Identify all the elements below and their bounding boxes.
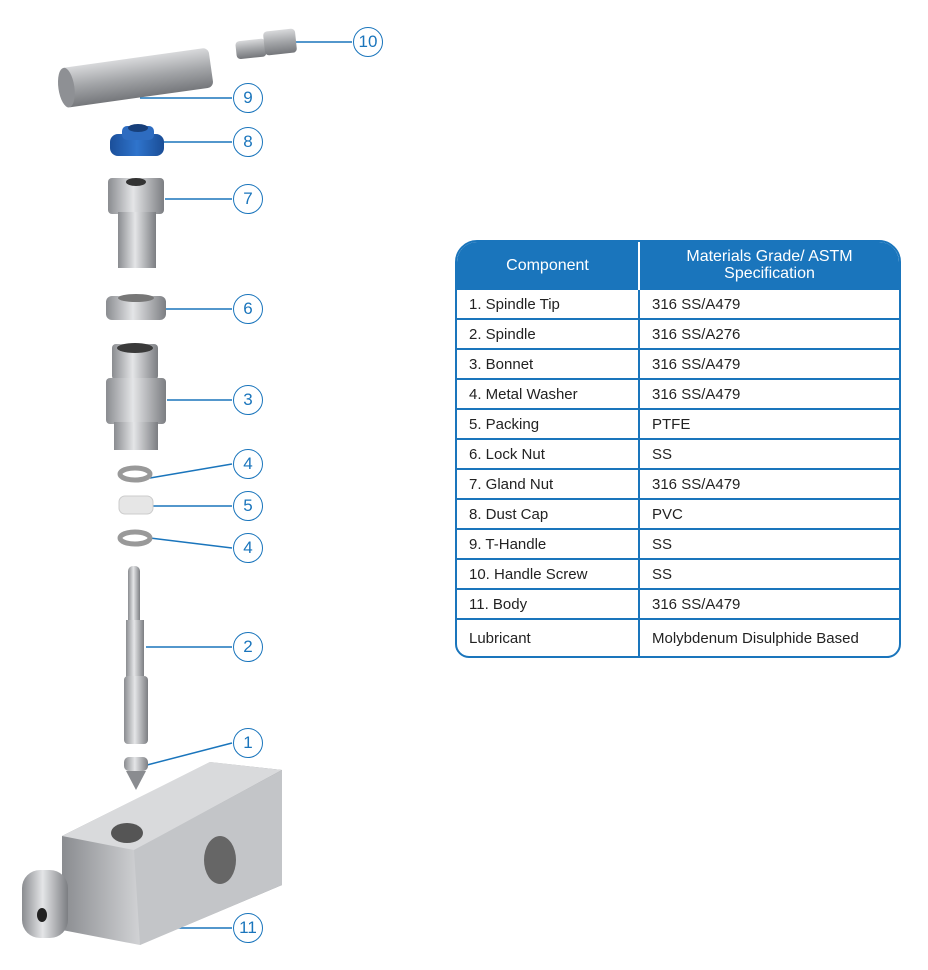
material-cell: PTFE — [639, 408, 899, 439]
callout-8: 8 — [233, 127, 263, 157]
callout-4: 4 — [233, 449, 263, 479]
callout-2: 2 — [233, 632, 263, 662]
component-cell: 2. Spindle — [457, 318, 640, 349]
spindle-tip-1 — [124, 757, 148, 790]
callout-11: 11 — [233, 913, 263, 943]
metal-washer-4 — [117, 465, 153, 483]
callout-9: 9 — [233, 83, 263, 113]
component-cell: 7. Gland Nut — [457, 468, 640, 499]
material-cell: 316 SS/A479 — [639, 348, 899, 379]
callout-10: 10 — [353, 27, 383, 57]
component-cell: 3. Bonnet — [457, 348, 640, 379]
component-cell: 11. Body — [457, 588, 640, 619]
callout-6: 6 — [233, 294, 263, 324]
callout-3: 3 — [233, 385, 263, 415]
material-cell: 316 SS/A479 — [639, 468, 899, 499]
component-cell: 6. Lock Nut — [457, 438, 640, 469]
callout-4b: 4 — [233, 533, 263, 563]
component-cell: 8. Dust Cap — [457, 498, 640, 529]
component-cell: 9. T-Handle — [457, 528, 640, 559]
material-cell: 316 SS/A479 — [639, 288, 899, 319]
material-cell: 316 SS/A479 — [639, 378, 899, 409]
gland-nut-7 — [108, 178, 164, 268]
dust-cap-8 — [110, 124, 164, 156]
materials-table: Component Materials Grade/ ASTM Specific… — [455, 240, 901, 658]
handle-screw-10 — [235, 28, 297, 60]
spindle-2 — [124, 566, 148, 744]
material-cell: PVC — [639, 498, 899, 529]
material-cell: SS — [639, 438, 899, 469]
callout-7: 7 — [233, 184, 263, 214]
component-cell: 5. Packing — [457, 408, 640, 439]
callout-5: 5 — [233, 491, 263, 521]
component-cell: 1. Spindle Tip — [457, 288, 640, 319]
packing-5 — [118, 495, 154, 515]
component-cell: 4. Metal Washer — [457, 378, 640, 409]
material-cell: SS — [639, 528, 899, 559]
callout-1: 1 — [233, 728, 263, 758]
material-cell: 316 SS/A479 — [639, 588, 899, 619]
body-11 — [22, 762, 282, 945]
material-cell: Molybdenum Disulphide Based — [639, 618, 899, 656]
bonnet-3 — [106, 343, 166, 450]
component-cell: Lubricant — [457, 618, 640, 656]
material-cell: 316 SS/A276 — [639, 318, 899, 349]
lock-nut-6 — [106, 294, 166, 320]
header-material: Materials Grade/ ASTM Specification — [639, 242, 899, 289]
t-handle-9 — [57, 48, 213, 108]
component-cell: 10. Handle Screw — [457, 558, 640, 589]
material-cell: SS — [639, 558, 899, 589]
header-component: Component — [457, 242, 640, 289]
metal-washer-4b — [117, 529, 153, 547]
